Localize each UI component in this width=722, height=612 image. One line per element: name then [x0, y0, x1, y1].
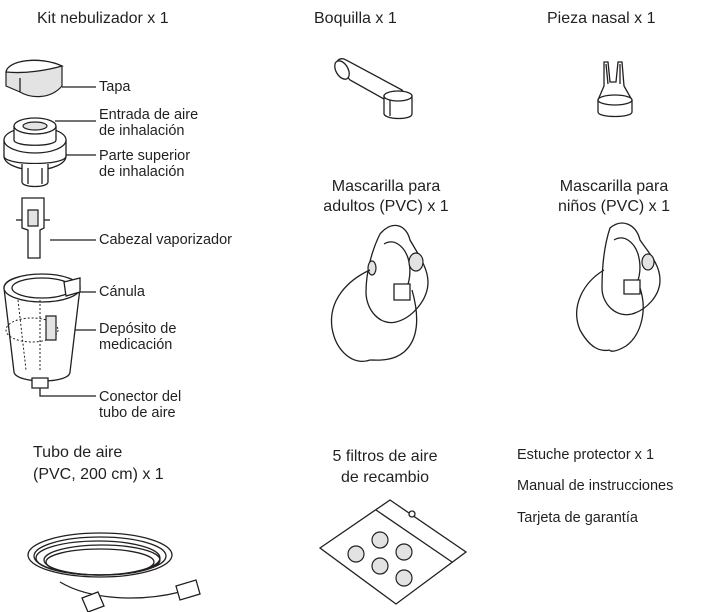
label-reservoir-line2: medicación [99, 337, 173, 353]
child-mask-title-line1: Mascarilla para [559, 178, 669, 195]
label-air-inlet-line1: Entrada de aire [99, 107, 199, 123]
mouthpiece-title: Boquilla x 1 [314, 10, 397, 27]
adult-mask-title-line2: adultos (PVC) x 1 [323, 198, 449, 215]
label-connector-line2: tubo de aire [99, 405, 176, 421]
adult-mask-title: Mascarilla para adultos (PVC) x 1 [296, 177, 476, 217]
air-tube-title: Tubo de aire (PVC, 200 cm) x 1 [33, 442, 164, 486]
label-reservoir-line1: Depósito de [99, 321, 177, 337]
accessory-warranty: Tarjeta de garantía [517, 510, 638, 526]
label-upper-part-line2: de inhalación [99, 164, 185, 180]
upper-part-illustration [3, 117, 67, 188]
kit-title: Kit nebulizador x 1 [37, 10, 169, 27]
label-connector-line1: Conector del [99, 389, 182, 405]
adult-mask-title-line1: Mascarilla para [331, 178, 441, 195]
accessory-manual: Manual de instrucciones [517, 478, 674, 494]
child-mask-title: Mascarilla para niños (PVC) x 1 [524, 177, 704, 217]
label-reservoir: Depósito de medicación [99, 321, 176, 353]
accessory-case: Estuche protector x 1 [517, 447, 655, 463]
label-air-inlet-line2: de inhalación [99, 123, 185, 139]
reservoir-illustration [3, 273, 81, 389]
filters-title-line1: 5 filtros de aire [332, 448, 438, 465]
filters-title: 5 filtros de aire de recambio [300, 446, 470, 488]
air-tube-title-line2: (PVC, 200 cm) x 1 [33, 466, 164, 483]
label-vaporizer-head: Cabezal vaporizador [99, 232, 232, 248]
vaporizer-head-illustration [16, 197, 50, 259]
label-upper-part-line1: Parte superior [99, 148, 191, 164]
filters-title-line2: de recambio [340, 469, 430, 486]
child-mask-illustration [576, 222, 661, 352]
filters-bag-illustration [318, 499, 468, 605]
label-connector: Conector del tubo de aire [99, 389, 181, 421]
label-air-inlet: Entrada de aire de inhalación [99, 107, 198, 139]
child-mask-title-line2: niños (PVC) x 1 [557, 198, 671, 215]
nasal-piece-illustration [597, 61, 633, 118]
air-tube-title-line1: Tubo de aire [33, 444, 123, 461]
air-tube-illustration [27, 532, 201, 612]
nasal-piece-title: Pieza nasal x 1 [547, 10, 656, 27]
label-cap: Tapa [99, 79, 131, 95]
label-cannula: Cánula [99, 284, 145, 300]
cap-illustration [5, 59, 64, 98]
adult-mask-illustration [330, 224, 429, 362]
label-upper-part: Parte superior de inhalación [99, 148, 190, 180]
mouthpiece-illustration [334, 58, 413, 120]
